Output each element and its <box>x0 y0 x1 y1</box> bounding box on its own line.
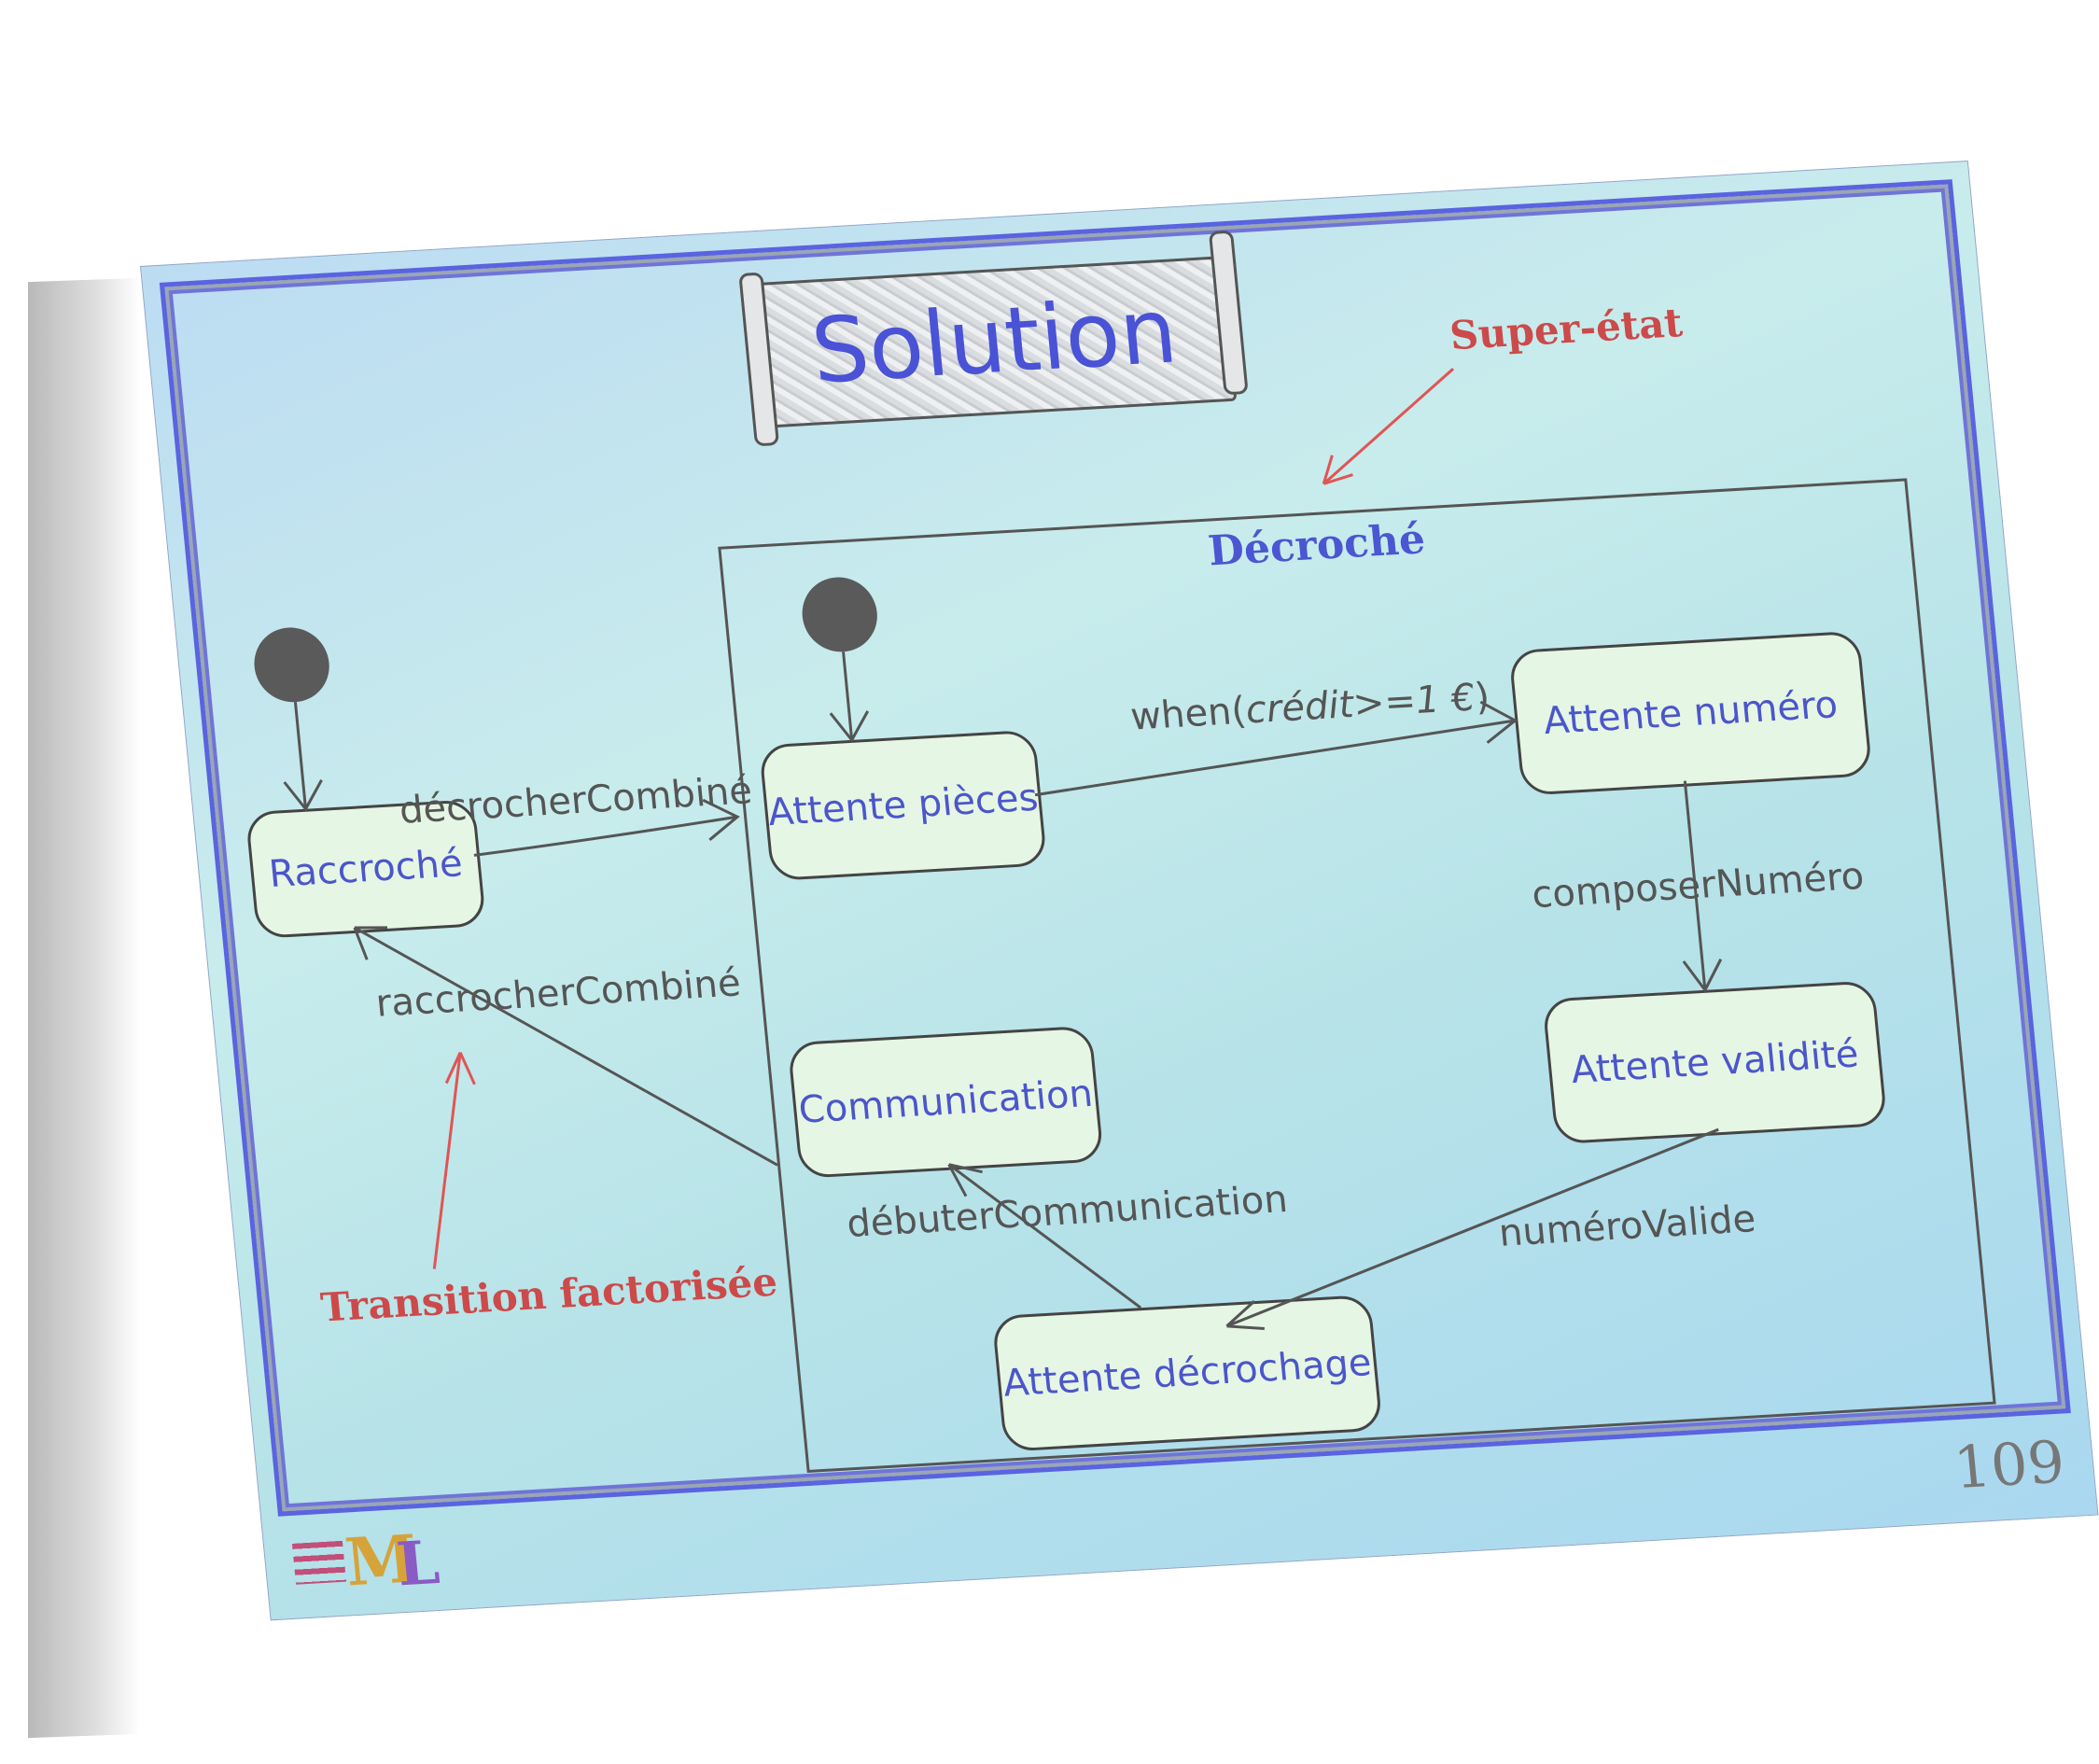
logo-letter-l: L <box>393 1527 443 1601</box>
page-number: 109 <box>1951 1427 2068 1503</box>
projected-slide: Solution Décroché Raccroché Attente pièc… <box>140 161 2099 1621</box>
arrow-valide <box>1225 1127 1719 1328</box>
photo: Solution Décroché Raccroché Attente pièc… <box>0 0 1995 1764</box>
arrow-decrocher <box>473 815 738 857</box>
slide-shadow <box>28 277 140 1739</box>
label-when-prefix: when( <box>1128 689 1249 739</box>
arrow-composer <box>1683 780 1707 990</box>
arrow-initial-outer <box>293 702 307 809</box>
arrow-raccrocher <box>354 926 778 1167</box>
annotation-arrow-super <box>1322 368 1455 485</box>
arrow-initial-inner <box>842 651 854 741</box>
logo-bars <box>291 1540 347 1585</box>
annotation-arrow-factorisee <box>432 1052 462 1269</box>
transition-arrows <box>283 368 1723 1331</box>
arrow-when <box>1034 719 1516 797</box>
arrow-debuter <box>947 1163 1142 1309</box>
